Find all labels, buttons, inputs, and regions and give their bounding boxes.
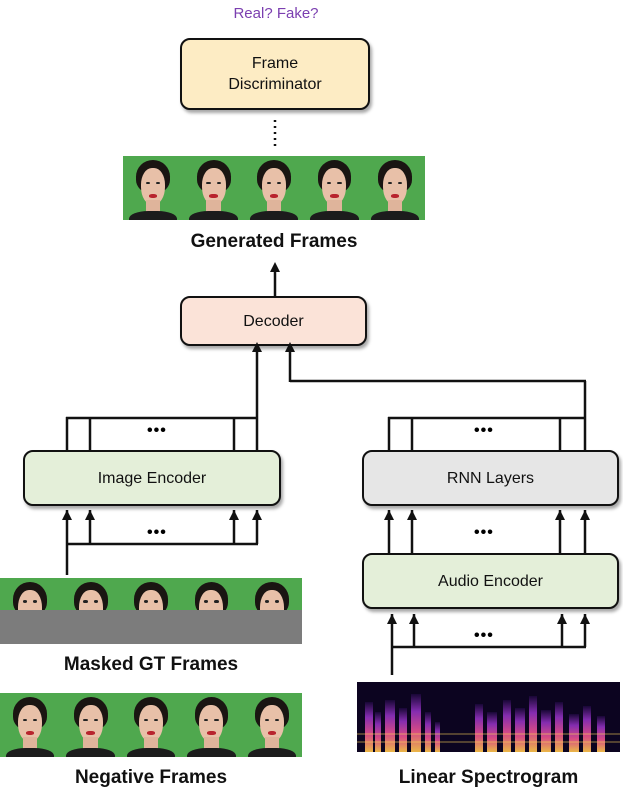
negative-frames-image (0, 693, 302, 757)
frame-discriminator-label: Frame Discriminator (228, 55, 322, 93)
masked-gt-frames-image (0, 578, 302, 644)
real-fake-label: Real? Fake? (233, 5, 319, 22)
ellipsis-audio-encoder-bottom: ••• (474, 627, 494, 644)
generated-frames-image (123, 156, 425, 220)
linear-spectrogram-caption: Linear Spectrogram (398, 767, 579, 788)
frame-discriminator-box: Frame Discriminator (180, 38, 370, 110)
decoder-box: Decoder (180, 296, 367, 346)
rnn-layers-label: RNN Layers (446, 469, 535, 487)
rnn-layers-box: RNN Layers (362, 450, 619, 506)
image-encoder-label: Image Encoder (97, 469, 207, 487)
generated-frames-caption: Generated Frames (190, 231, 358, 252)
negative-frames-caption: Negative Frames (74, 767, 228, 788)
ellipsis-image-encoder-top: ••• (147, 422, 167, 439)
spectrogram-graphic (357, 682, 620, 752)
audio-encoder-label: Audio Encoder (438, 572, 543, 590)
masked-gt-frames-caption: Masked GT Frames (63, 654, 239, 675)
ellipsis-rnn-top: ••• (474, 422, 494, 439)
ellipsis-rnn-bottom: ••• (474, 524, 494, 541)
image-encoder-box: Image Encoder (23, 450, 281, 506)
audio-encoder-box: Audio Encoder (362, 553, 619, 609)
ellipsis-image-encoder-bottom: ••• (147, 524, 167, 541)
linear-spectrogram-image (357, 682, 620, 752)
decoder-label: Decoder (243, 312, 304, 330)
